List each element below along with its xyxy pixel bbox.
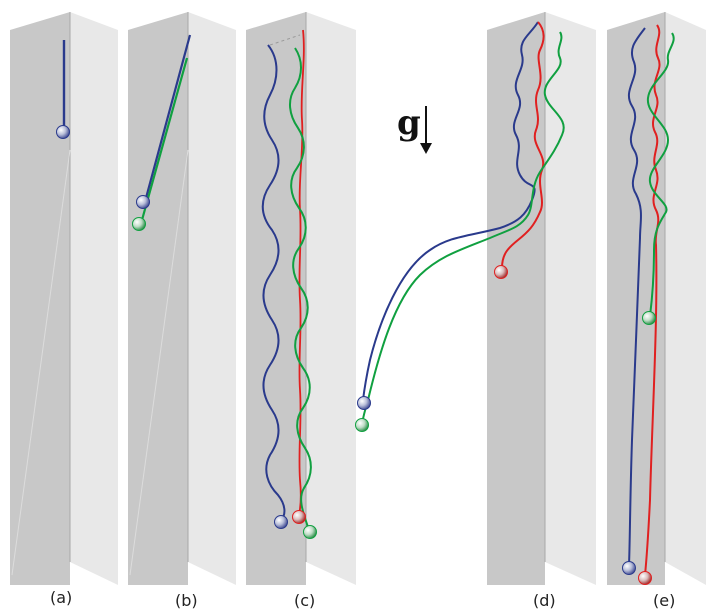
- green-ball: [132, 217, 146, 231]
- panel-b: [128, 12, 236, 585]
- wall-right-face: [188, 12, 236, 585]
- panel-label-d: (d): [533, 591, 556, 609]
- blue-ball: [622, 561, 636, 575]
- blue-ball: [274, 515, 288, 529]
- wall-left-face: [10, 12, 70, 585]
- panel-e: [607, 12, 706, 585]
- green-strand: [646, 32, 675, 317]
- red-strand: [298, 29, 305, 516]
- wall-right-face: [665, 12, 706, 585]
- panel-label-e: (e): [653, 591, 675, 609]
- red-strand: [644, 24, 661, 576]
- panel-d: [355, 12, 596, 585]
- red-strand: [501, 21, 545, 269]
- red-ball: [638, 571, 652, 585]
- crease-line: [11, 149, 71, 576]
- blue-ball: [136, 195, 150, 209]
- wall-left-face: [487, 12, 545, 585]
- green-ball: [303, 525, 317, 539]
- panel-c: [246, 12, 356, 585]
- crease-line: [129, 149, 189, 576]
- blue-strand: [627, 27, 646, 566]
- wall-left-face: [607, 12, 665, 585]
- panel-label-b: (b): [175, 591, 198, 609]
- blue-strand: [362, 21, 539, 401]
- wall-right-face: [70, 12, 118, 585]
- red-ball: [292, 510, 306, 524]
- panel-label-c: (c): [294, 591, 315, 609]
- gravity-indicator: g: [397, 103, 432, 154]
- blue-strand: [261, 44, 286, 521]
- green-ball: [642, 311, 656, 325]
- blue-ball: [56, 125, 70, 139]
- gravity-arrow-head: [420, 143, 432, 154]
- panel-a: [10, 12, 118, 585]
- red-ball: [494, 265, 508, 279]
- wall-left-face: [128, 12, 188, 585]
- wall-right-face: [545, 12, 596, 585]
- green-strand: [361, 31, 565, 425]
- dashed-top: [269, 34, 301, 46]
- panel-label-a: (a): [50, 588, 72, 607]
- green-ball: [355, 418, 369, 432]
- blue-ball: [357, 396, 371, 410]
- blue-strand: [144, 34, 192, 199]
- green-strand: [289, 47, 312, 531]
- wall-left-face: [246, 12, 306, 585]
- gravity-label: g: [397, 103, 421, 143]
- wall-right-face: [306, 12, 356, 585]
- green-strand: [140, 57, 189, 221]
